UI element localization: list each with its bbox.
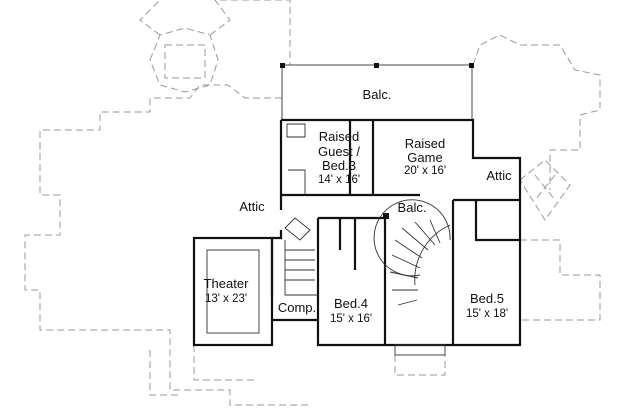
balcony-top-label: Balc. <box>363 87 392 102</box>
attic-right-label: Attic <box>486 168 512 183</box>
balcony-mid-label: Balc. <box>398 200 427 215</box>
guest-label-3: Bed.3 <box>322 158 356 173</box>
theater-walls <box>192 236 274 347</box>
bed5-size: 15' x 18' <box>466 308 508 320</box>
spiral-staircase <box>373 199 451 306</box>
bed5-label: Bed.5 <box>470 291 504 306</box>
walls <box>192 63 522 356</box>
game-size: 20' x 16' <box>404 165 446 177</box>
attic-left-label: Attic <box>239 199 265 214</box>
game-label-1: Raised <box>405 136 445 151</box>
guest-size: 14' x 16' <box>318 174 360 186</box>
game-label-2: Game <box>407 150 442 165</box>
bed4-label: Bed.4 <box>334 296 368 311</box>
theater-size: 13' x 23' <box>205 293 247 305</box>
comp-label: Comp. <box>278 300 316 315</box>
guest-label-1: Raised <box>319 129 359 144</box>
theater-label: Theater <box>204 276 249 291</box>
bed4-size: 15' x 16' <box>330 313 372 325</box>
roof-outline <box>24 0 601 406</box>
guest-label-2: Guest / <box>318 144 360 159</box>
